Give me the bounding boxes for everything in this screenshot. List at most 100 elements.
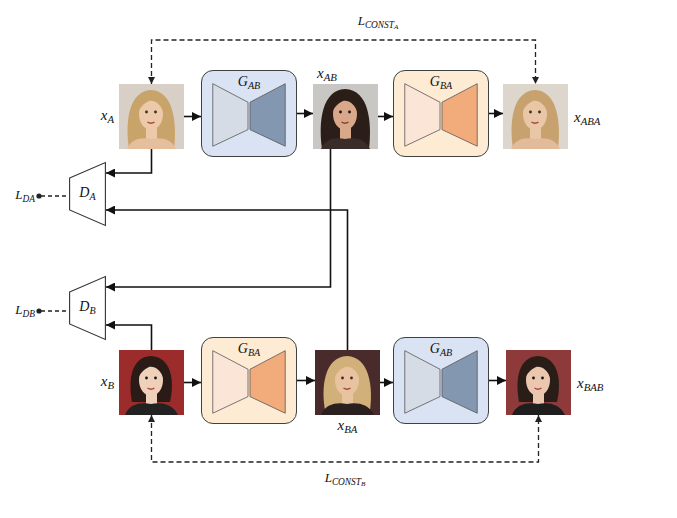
- mouth: [344, 388, 351, 389]
- decoder-shape: [250, 84, 285, 147]
- subscript: BAB: [584, 381, 604, 393]
- symbol-letter: x: [574, 109, 581, 125]
- encoder-shape: [213, 84, 248, 147]
- face-photo: [119, 84, 184, 149]
- loss-label: LDB: [15, 303, 35, 318]
- eye: [154, 377, 157, 380]
- eye: [154, 111, 157, 114]
- subscript: DB: [23, 309, 35, 319]
- symbol-letter: G: [238, 341, 248, 356]
- encoder-shape: [405, 351, 440, 414]
- subscript: CONST: [365, 20, 394, 30]
- mouth: [532, 122, 539, 123]
- face-photo: [503, 84, 568, 149]
- shoulders: [127, 138, 176, 149]
- hair-fringe: [525, 360, 552, 380]
- symbol-letter: L: [325, 470, 332, 485]
- discriminator-label: DA: [79, 185, 95, 201]
- mouth: [148, 122, 155, 123]
- face-photo: [119, 350, 184, 415]
- trapezoid: [70, 277, 106, 340]
- flow-arrow: [184, 382, 201, 384]
- eye: [145, 377, 148, 380]
- shoulders: [125, 403, 178, 415]
- subscript: BA: [248, 347, 260, 358]
- photo-ground: [119, 350, 184, 415]
- flow-arrow: [106, 210, 348, 350]
- image-label: xABA: [574, 109, 600, 126]
- eye: [532, 377, 535, 380]
- symbol-letter: D: [79, 185, 89, 200]
- decoder-shape: [250, 351, 285, 414]
- flow-arrow: [106, 325, 152, 350]
- generator-label: GBA: [238, 341, 260, 357]
- trapezoid: [70, 163, 106, 226]
- photo-ground: [503, 84, 568, 149]
- symbol-letter: x: [317, 65, 324, 81]
- eye: [339, 111, 342, 114]
- flow-arrow: [297, 380, 315, 382]
- photo-ground: [506, 350, 571, 415]
- discriminator: DB: [69, 276, 106, 340]
- hair-fringe: [332, 94, 359, 114]
- subscript: A: [107, 113, 114, 125]
- decoder-shape: [442, 351, 477, 414]
- symbol-letter: x: [338, 417, 345, 433]
- subscript: AB: [440, 347, 452, 358]
- symbol-letter: L: [358, 13, 365, 28]
- symbol-letter: D: [79, 299, 89, 314]
- subscript: AB: [324, 71, 337, 83]
- hair: [517, 356, 558, 402]
- input-image: xB: [119, 350, 184, 415]
- symbol-letter: G: [238, 74, 248, 89]
- input-image: xA: [119, 84, 184, 149]
- eye: [145, 111, 148, 114]
- discriminator: DA: [69, 162, 106, 226]
- photo-ground: [315, 350, 380, 415]
- image-label: xA: [101, 106, 114, 123]
- hair-fringe: [334, 360, 361, 380]
- decoder-shape: [442, 84, 477, 147]
- generator-label: GAB: [430, 341, 452, 357]
- flow-arrow: [380, 382, 393, 384]
- hair: [321, 89, 370, 149]
- hair-fringe: [522, 94, 549, 114]
- mouth: [535, 388, 542, 389]
- loss-label: LCONSTB: [322, 471, 369, 486]
- subscript: AB: [248, 80, 260, 91]
- image-label: xBA: [338, 417, 358, 434]
- hair-fringe: [138, 360, 165, 380]
- subscript: B: [107, 379, 114, 391]
- generator-box: GAB: [393, 337, 489, 424]
- loss-dot: [36, 193, 41, 198]
- symbol-letter: x: [101, 372, 108, 388]
- shoulders: [321, 138, 370, 149]
- image-label: xB: [101, 372, 114, 389]
- subscript: DA: [23, 194, 35, 204]
- loss-leader: [41, 195, 69, 196]
- symbol-letter: G: [430, 341, 440, 356]
- subscript: BA: [344, 423, 357, 435]
- generator-label: GBA: [430, 74, 452, 90]
- symbol-letter: L: [15, 187, 22, 202]
- encoder-shape: [213, 351, 248, 414]
- loss-leader: [41, 310, 69, 311]
- eye: [341, 377, 344, 380]
- loss-label: LCONSTA: [355, 14, 402, 29]
- image-label: xAB: [317, 65, 337, 82]
- translated-image: xAB: [313, 84, 378, 149]
- flow-arrow: [184, 116, 201, 118]
- loss-dot: [36, 308, 41, 313]
- hair: [324, 356, 371, 410]
- symbol-letter: x: [101, 106, 108, 122]
- face-photo: [313, 84, 378, 149]
- translated-image: xBA: [315, 350, 380, 415]
- photo-ground: [313, 84, 378, 149]
- flow-arrow: [106, 149, 152, 173]
- shoulders: [512, 403, 565, 415]
- eye: [350, 377, 353, 380]
- subscript: B: [89, 305, 95, 316]
- loss-label: LDA: [15, 188, 35, 203]
